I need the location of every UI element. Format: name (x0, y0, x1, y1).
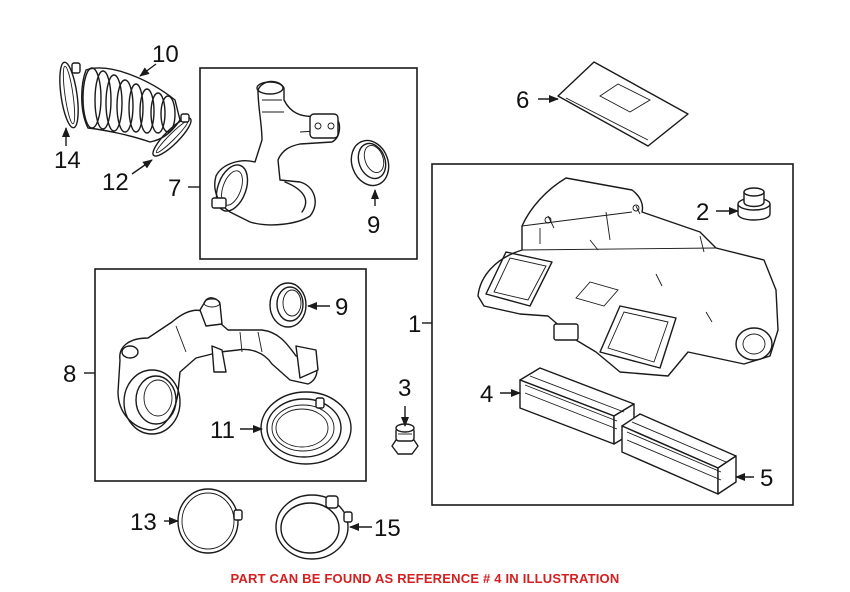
part-10-bellows-hose (81, 67, 181, 143)
part-13-disc (177, 488, 243, 554)
callout-2: 2 (696, 199, 709, 226)
reference-note: PART CAN BE FOUND AS REFERENCE # 4 IN IL… (230, 571, 620, 586)
callout-15: 15 (374, 515, 401, 542)
part-3-plug (391, 423, 419, 455)
part-12-clamp (152, 113, 192, 157)
part-14-clamp (59, 61, 81, 129)
callout-12: 12 (102, 169, 129, 196)
part-6-shield (557, 61, 689, 147)
leader-lines (62, 63, 754, 531)
part-4-filter (519, 367, 635, 445)
callout-6: 6 (516, 87, 529, 114)
callout-13: 13 (130, 509, 157, 536)
part-9-seal-mid (269, 282, 307, 328)
callout-1: 1 (408, 311, 421, 338)
callout-14: 14 (54, 147, 81, 174)
part-1-air-box (477, 177, 779, 377)
group-box-8 (94, 268, 367, 482)
callout-9-mid: 9 (335, 294, 348, 321)
callout-10: 10 (152, 41, 179, 68)
group-box-1 (431, 163, 794, 506)
callout-3: 3 (398, 375, 411, 402)
callout-9-top: 9 (367, 212, 380, 239)
callout-7: 7 (168, 175, 181, 202)
part-9-seal-top (350, 139, 390, 187)
callout-8: 8 (63, 361, 76, 388)
callout-11: 11 (210, 417, 235, 444)
callout-4: 4 (480, 381, 493, 408)
callout-5: 5 (760, 465, 773, 492)
part-8-intake-assembly (117, 297, 319, 435)
part-15-ring (275, 494, 353, 560)
part-11-gasket (260, 391, 352, 465)
part-7-intake-duct (211, 80, 341, 226)
group-box-7 (199, 67, 418, 260)
part-5-filter (621, 413, 737, 495)
part-2-grommet (737, 187, 771, 221)
